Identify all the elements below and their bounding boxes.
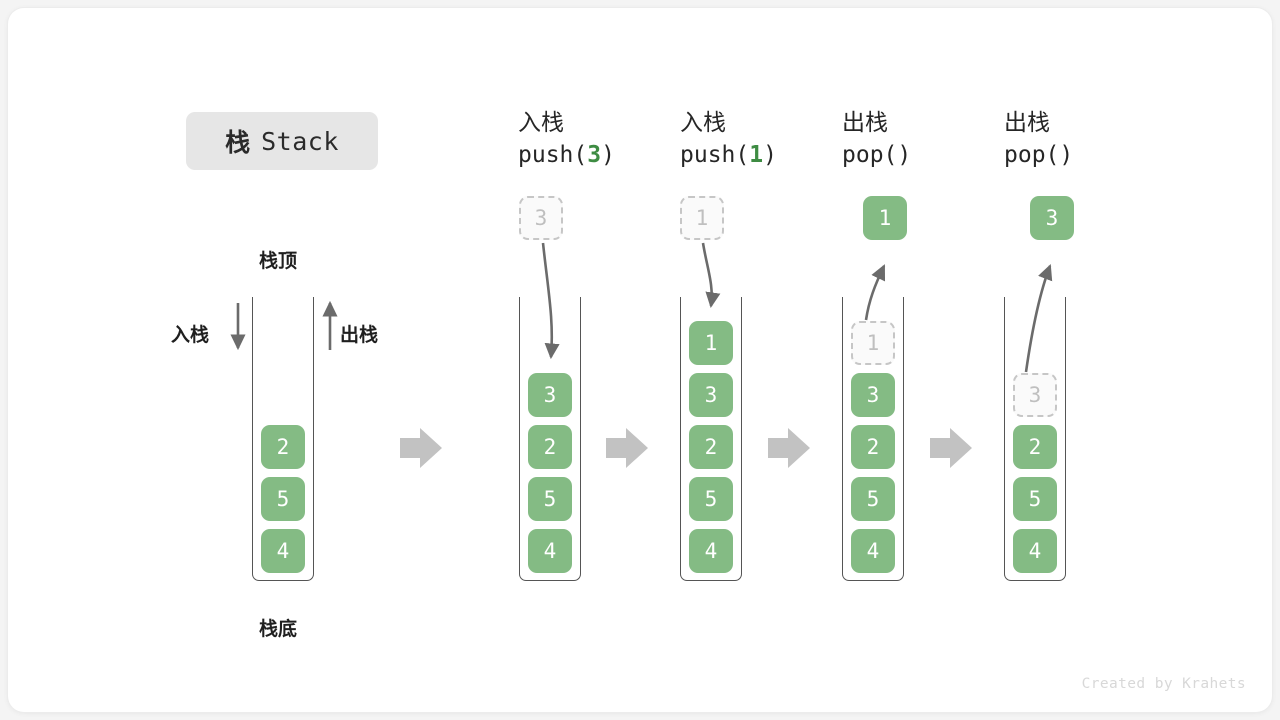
stack-cell: 2	[851, 425, 895, 469]
stack-cell: 3	[528, 373, 572, 417]
column-header-push-1: 入栈 push(1)	[680, 106, 777, 172]
stack-cell: 1	[689, 321, 733, 365]
column-header-pop-1: 出栈 pop()	[842, 106, 911, 172]
code-arg: 1	[749, 142, 764, 168]
label-stack-top: 栈顶	[259, 251, 298, 272]
code-prefix: pop(	[842, 142, 898, 168]
code-prefix: push(	[680, 142, 750, 168]
popped-value-cell: 1	[863, 196, 907, 240]
label-stack-bottom: 栈底	[259, 619, 298, 640]
column-header-cn: 出栈	[1004, 109, 1050, 135]
watermark: Created by Krahets	[1081, 676, 1246, 692]
column-header-code: pop()	[842, 138, 911, 172]
stack-cell: 3	[851, 373, 895, 417]
code-suffix: )	[1059, 142, 1074, 168]
stack-cell: 2	[261, 425, 305, 469]
ghost-cell-in-stack: 3	[1013, 373, 1057, 417]
ghost-cell-in-stack: 1	[851, 321, 895, 365]
column-header-code: push(1)	[680, 138, 777, 172]
stack-cell: 5	[851, 477, 895, 521]
stack-cell: 2	[689, 425, 733, 469]
column-header-cn: 入栈	[680, 109, 726, 135]
stack-cell: 5	[689, 477, 733, 521]
column-header-code: push(3)	[518, 138, 615, 172]
stack-cell: 5	[528, 477, 572, 521]
stack-cell: 2	[528, 425, 572, 469]
stack-cell: 4	[689, 529, 733, 573]
stack-cell: 5	[1013, 477, 1057, 521]
code-suffix: )	[897, 142, 912, 168]
stack-cell: 4	[261, 529, 305, 573]
code-suffix: )	[601, 142, 615, 168]
label-pop-side: 出栈	[340, 325, 379, 346]
stack-cell: 3	[689, 373, 733, 417]
label-push-side: 入栈	[171, 325, 210, 346]
stack-container-push-3	[519, 297, 581, 581]
column-header-code: pop()	[1004, 138, 1073, 172]
stack-container-push-1	[680, 297, 742, 581]
stack-container-pop-3	[1004, 297, 1066, 581]
stack-cell: 2	[1013, 425, 1057, 469]
stack-cell: 5	[261, 477, 305, 521]
code-arg: 3	[587, 142, 602, 168]
stack-container-pop-1	[842, 297, 904, 581]
floating-ghost-cell: 1	[680, 196, 724, 240]
stack-cell: 4	[528, 529, 572, 573]
column-header-pop-3: 出栈 pop()	[1004, 106, 1073, 172]
title-cn: 栈	[225, 129, 251, 157]
stack-cell: 4	[851, 529, 895, 573]
column-header-cn: 出栈	[842, 109, 888, 135]
code-suffix: )	[763, 142, 777, 168]
popped-value-cell: 3	[1030, 196, 1074, 240]
column-header-cn: 入栈	[518, 109, 564, 135]
stack-container-initial	[252, 297, 314, 581]
title-en: Stack	[261, 126, 339, 156]
code-prefix: push(	[518, 142, 588, 168]
code-prefix: pop(	[1004, 142, 1060, 168]
stack-cell: 4	[1013, 529, 1057, 573]
title-badge: 栈 Stack	[186, 112, 378, 170]
column-header-push-3: 入栈 push(3)	[518, 106, 615, 172]
floating-ghost-cell: 3	[519, 196, 563, 240]
